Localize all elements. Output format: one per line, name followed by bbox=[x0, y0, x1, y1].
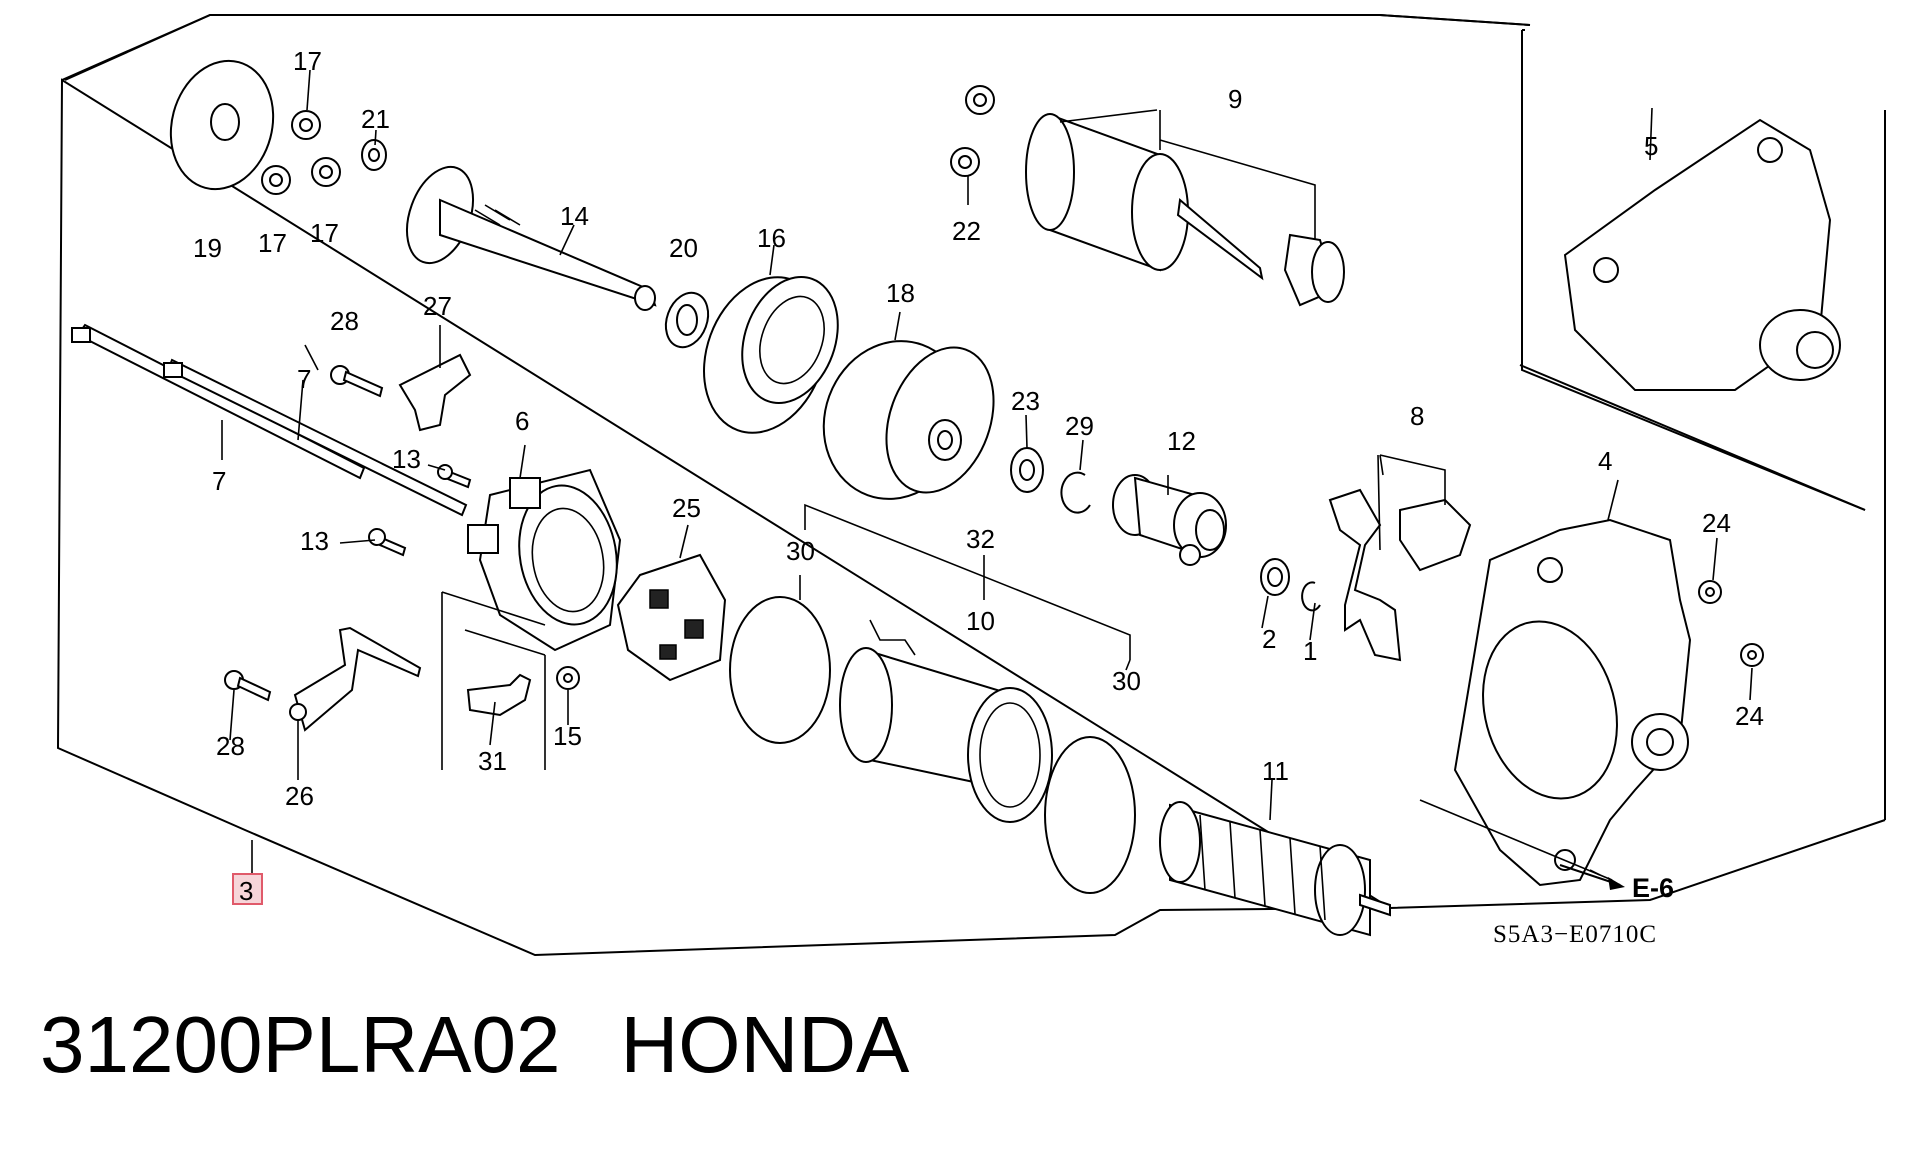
label-20: 20 bbox=[669, 233, 698, 263]
group-bracket-32 bbox=[804, 503, 1131, 660]
bolt-28-lower bbox=[224, 670, 272, 702]
label-2: 2 bbox=[1262, 624, 1276, 654]
collar-2 bbox=[1260, 558, 1290, 596]
bolt-13 bbox=[368, 464, 472, 557]
washer-23 bbox=[1010, 447, 1044, 493]
label-14: 14 bbox=[560, 201, 589, 231]
clip-29 bbox=[1060, 471, 1091, 514]
bracket-27 bbox=[398, 353, 472, 432]
label-29: 29 bbox=[1065, 411, 1094, 441]
brand-name: HONDA bbox=[620, 1000, 910, 1089]
leader-lines bbox=[221, 69, 1753, 881]
gear-17 bbox=[261, 110, 341, 195]
label-30-left: 30 bbox=[786, 536, 815, 566]
label-10: 10 bbox=[966, 606, 995, 636]
label-16: 16 bbox=[757, 223, 786, 253]
label-32: 32 bbox=[966, 524, 995, 554]
label-11: 11 bbox=[1262, 756, 1289, 786]
solenoid-9 bbox=[1025, 113, 1345, 307]
label-25: 25 bbox=[672, 493, 701, 523]
label-19: 19 bbox=[193, 233, 222, 263]
label-9: 9 bbox=[1228, 84, 1242, 114]
label-26: 26 bbox=[285, 781, 314, 811]
clip-31 bbox=[466, 673, 532, 717]
label-5: 5 bbox=[1644, 131, 1658, 161]
clip-1 bbox=[1301, 581, 1321, 612]
label-8: 8 bbox=[1410, 401, 1424, 431]
washer-20 bbox=[664, 291, 710, 349]
label-17-right: 17 bbox=[310, 218, 339, 248]
end-frame-6 bbox=[467, 468, 622, 652]
label-6: 6 bbox=[515, 406, 529, 436]
inset-box bbox=[1521, 29, 1866, 511]
label-13-lower: 13 bbox=[300, 526, 329, 556]
clutch-12 bbox=[1112, 474, 1227, 566]
label-31: 31 bbox=[478, 746, 507, 776]
label-24-bottom: 24 bbox=[1735, 701, 1764, 731]
reference-arrow bbox=[1559, 864, 1625, 890]
front-bracket-4 bbox=[1453, 518, 1692, 887]
armature-11 bbox=[1159, 801, 1391, 937]
label-27: 27 bbox=[423, 291, 452, 321]
cover-5 bbox=[1563, 118, 1841, 391]
nut-22 bbox=[950, 85, 995, 177]
part-3-highlight bbox=[232, 873, 263, 905]
label-7-left: 7 bbox=[212, 466, 226, 496]
o-ring-30 bbox=[729, 596, 1136, 894]
drawing-code: S5A3−E0710C bbox=[1493, 921, 1657, 948]
yoke-10 bbox=[839, 619, 1053, 823]
brush-holder-25 bbox=[616, 553, 727, 682]
label-13-upper: 13 bbox=[392, 444, 421, 474]
inset-divider bbox=[1519, 364, 1866, 511]
bolt-28 bbox=[330, 365, 384, 398]
label-12: 12 bbox=[1167, 426, 1196, 456]
group-bracket bbox=[441, 591, 546, 770]
label-17-left: 17 bbox=[258, 228, 287, 258]
label-30-right: 30 bbox=[1112, 666, 1141, 696]
label-28-bottom: 28 bbox=[216, 731, 245, 761]
washer-21 bbox=[361, 139, 387, 171]
reference-e6: E-6 bbox=[1632, 873, 1674, 903]
label-18: 18 bbox=[886, 278, 915, 308]
part-number: 31200PLRA02 bbox=[40, 1000, 561, 1089]
assembly-outline bbox=[64, 14, 1531, 81]
label-28-top: 28 bbox=[330, 306, 359, 336]
label-3: 3 bbox=[239, 876, 253, 906]
assembly-outline-frame bbox=[56, 14, 1886, 957]
label-17-top: 17 bbox=[293, 46, 322, 76]
washer-19 bbox=[169, 59, 275, 191]
lever-8 bbox=[1328, 488, 1472, 662]
label-23: 23 bbox=[1011, 386, 1040, 416]
label-24-top: 24 bbox=[1702, 508, 1731, 538]
nut-15 bbox=[556, 666, 580, 690]
label-4: 4 bbox=[1598, 446, 1612, 476]
label-22: 22 bbox=[952, 216, 981, 246]
housing-18 bbox=[822, 340, 995, 500]
nut-24 bbox=[1698, 580, 1764, 667]
label-15: 15 bbox=[553, 721, 582, 751]
label-21: 21 bbox=[361, 104, 390, 134]
bracket-26 bbox=[289, 626, 422, 732]
ring-gear-16 bbox=[703, 276, 839, 434]
shaft-14 bbox=[406, 165, 657, 311]
bolt-7 bbox=[71, 323, 468, 517]
label-1: 1 bbox=[1303, 636, 1317, 666]
label-7-right: 7 bbox=[297, 364, 311, 394]
